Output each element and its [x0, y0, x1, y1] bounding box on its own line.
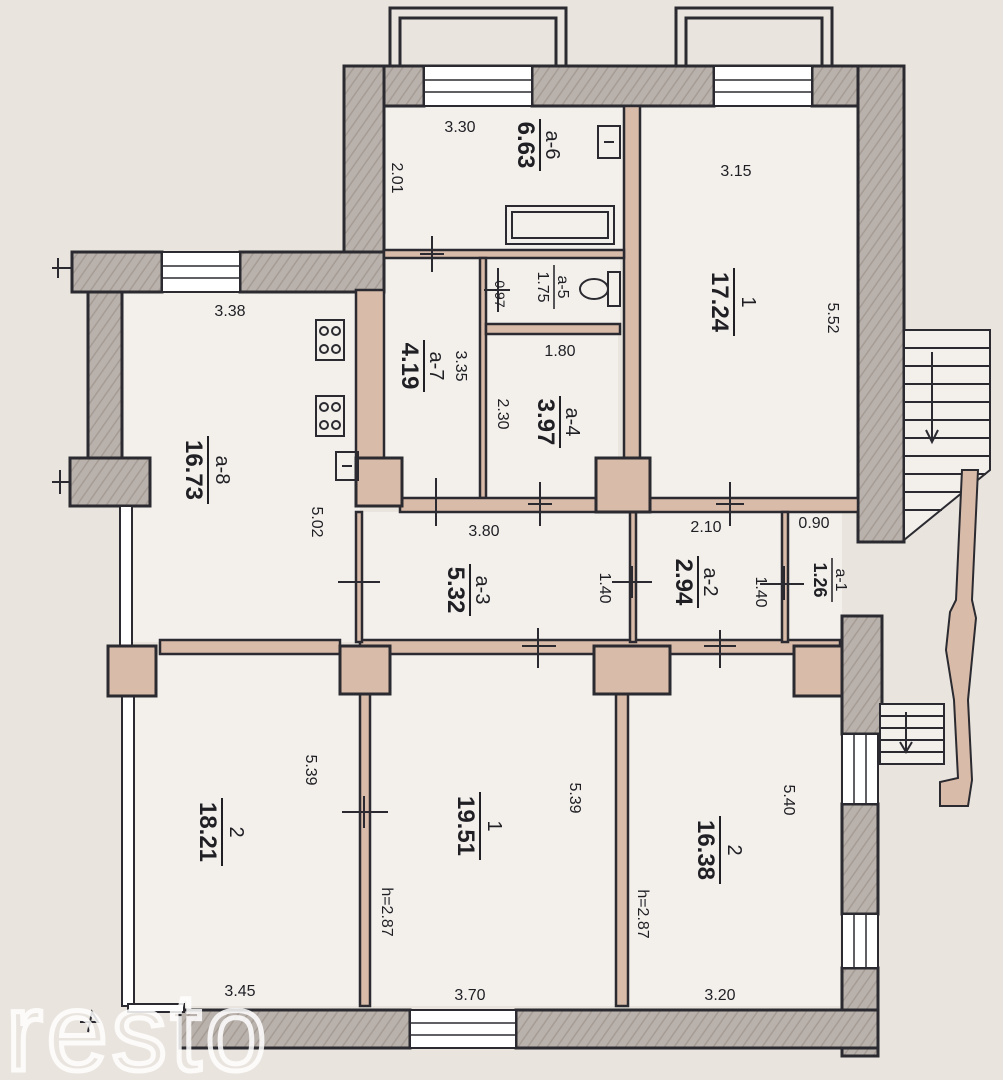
toilet-icon [579, 271, 621, 307]
dim-r2r-ceiling: h=2.87 [634, 889, 651, 938]
room-code: 2 [723, 844, 745, 855]
dim-a3-height: 1.40 [596, 572, 613, 603]
stair-railing [939, 469, 980, 807]
stove-icon [315, 319, 345, 437]
dim-r2r-height: 5.40 [780, 784, 797, 815]
room-label-a5: a-5 1.75 [534, 265, 571, 309]
dim-r1b-width: 3.70 [454, 987, 485, 1004]
room-code: a-4 [561, 408, 583, 437]
room-label-a4: a-4 3.97 [532, 396, 583, 448]
room-code: 2 [225, 826, 247, 837]
room-area: 5.32 [442, 567, 469, 614]
room-code: a-1 [832, 568, 849, 591]
dim-a8-height: 5.02 [308, 506, 325, 537]
room-code: a-2 [699, 568, 721, 597]
dim-a2-height: 1.40 [752, 576, 769, 607]
dim-r1b-height: 5.39 [566, 782, 583, 813]
dim-a6-height: 2.01 [388, 162, 405, 193]
windows [161, 65, 879, 1049]
room-code: a-6 [541, 131, 563, 160]
dim-r1t-width: 3.15 [720, 163, 751, 180]
columns [106, 456, 844, 698]
dim-r1b-ceiling: h=2.87 [378, 887, 395, 936]
dimension-labels-horizontal: 3.30 3.15 3.38 1.80 3.80 2.10 0.90 3.45 … [214, 119, 829, 1004]
dim-a4-height: 2.30 [494, 398, 511, 429]
dim-r2l-height: 5.39 [302, 754, 319, 785]
dim-a6-width: 3.30 [444, 119, 475, 136]
room-label-a7: a-7 4.19 [396, 340, 447, 392]
room-label-r2l: 2 18.21 [194, 798, 247, 866]
room-area: 19.51 [452, 796, 479, 856]
room-code: a-7 [425, 352, 447, 381]
dim-a7-height: 3.35 [452, 350, 469, 381]
room-label-a1: a-1 1.26 [810, 558, 849, 602]
bathtub-icon [505, 205, 615, 245]
entrance-markers [52, 258, 100, 1033]
room-label-a6: a-6 6.63 [512, 119, 563, 171]
room-area: 17.24 [706, 272, 733, 333]
dim-a2-width: 2.10 [690, 519, 721, 536]
room-area: 16.73 [180, 440, 207, 500]
room-area: 6.63 [512, 122, 539, 169]
exterior-walls [68, 64, 906, 1058]
dim-r2r-width: 3.20 [704, 987, 735, 1004]
dim-a5-height: 0.97 [492, 280, 508, 307]
room-area: 16.38 [692, 820, 719, 880]
room-label-a2: a-2 2.94 [670, 556, 721, 608]
dim-a8-width: 3.38 [214, 303, 245, 320]
room-area: 2.94 [670, 559, 697, 606]
room-area: 4.19 [396, 343, 423, 390]
dim-a4-width: 1.80 [544, 343, 575, 360]
room-label-r1b: 1 19.51 [452, 792, 505, 860]
room-code: a-5 [554, 275, 571, 298]
dim-a3-width: 3.80 [468, 523, 499, 540]
room-label-a8: a-8 16.73 [180, 436, 233, 504]
dimension-labels-vertical: 2.01 5.52 5.02 3.35 0.97 2.30 1.40 1.40 … [302, 162, 841, 938]
room-label-r2r: 2 16.38 [692, 816, 745, 884]
room-code: a-8 [211, 456, 233, 485]
sink-icon [597, 125, 621, 159]
room-label-a3: a-3 5.32 [442, 564, 493, 616]
room-area: 18.21 [194, 802, 221, 862]
door-marks [338, 236, 804, 828]
dim-a1-width: 0.90 [798, 515, 829, 532]
room-code: a-3 [471, 576, 493, 605]
room-code: 1 [483, 820, 505, 831]
room-code: 1 [737, 296, 759, 307]
room-area: 3.97 [532, 399, 559, 446]
watermark: resto [6, 971, 271, 1080]
dim-r1t-height: 5.52 [824, 302, 841, 333]
room-area: 1.26 [810, 562, 830, 597]
room-label-r1t: 1 17.24 [706, 268, 759, 336]
window-sashes [162, 79, 867, 1036]
room-area: 1.75 [534, 271, 551, 302]
dim-r2l-width: 3.45 [224, 983, 255, 1000]
kitchen-sink-icon [335, 451, 359, 481]
